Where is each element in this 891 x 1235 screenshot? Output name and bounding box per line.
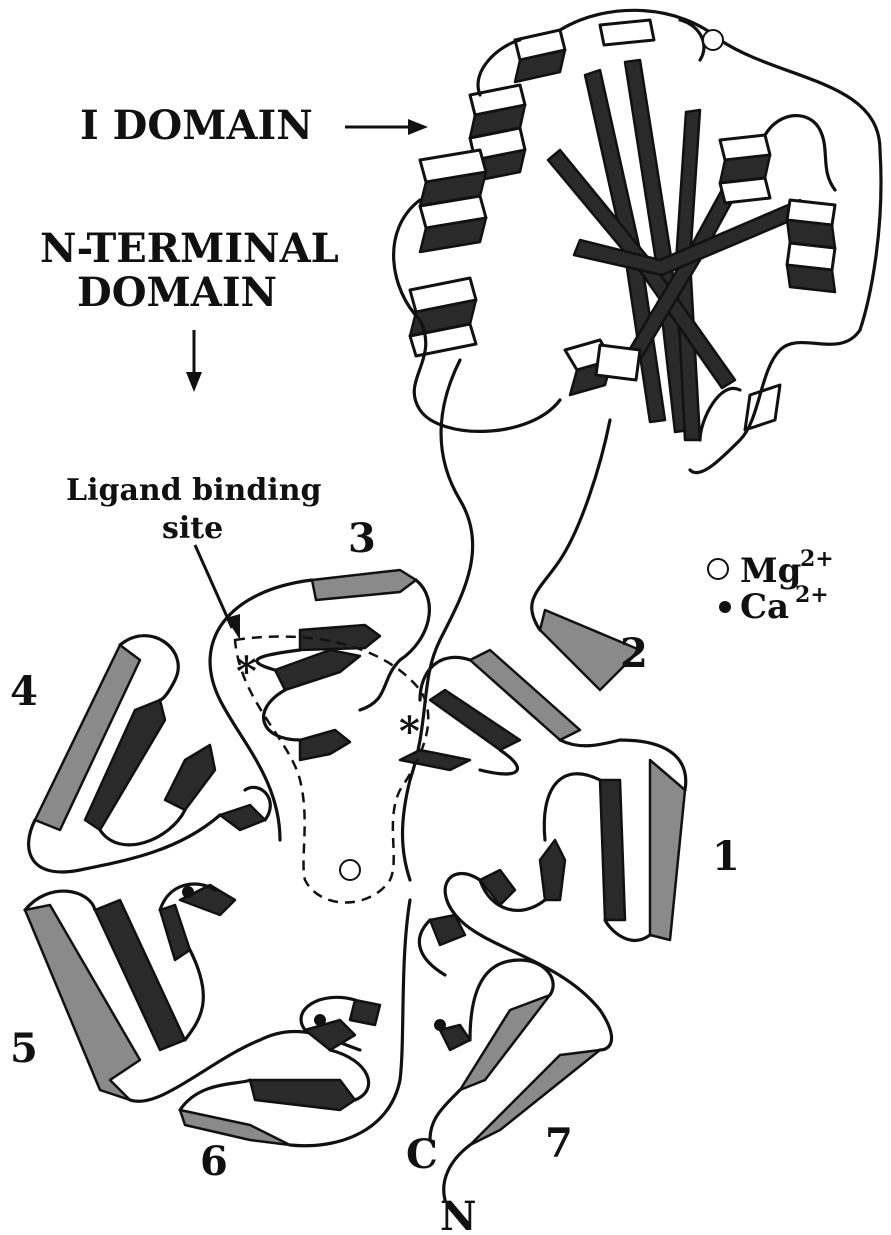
helix-right-1	[720, 135, 770, 203]
legend-mg-charge: 2+	[800, 546, 834, 572]
n-terminal-label-line1: N-TERMINAL	[40, 225, 339, 272]
blade-label-1: 1	[712, 833, 740, 880]
blade-label-2: 2	[620, 630, 648, 677]
helix-right-2	[787, 200, 835, 292]
blade-label-7: 7	[545, 1120, 573, 1167]
n-terminal-arrow	[186, 330, 202, 392]
legend-ca-ion: Ca	[740, 587, 789, 627]
legend: Mg 2+ Ca 2+	[708, 546, 834, 627]
i-domain-label: I DOMAIN	[80, 102, 313, 149]
blade-label-5: 5	[10, 1025, 38, 1072]
ca-ion-blade7	[434, 1019, 446, 1031]
beta-propeller	[25, 570, 686, 1200]
n-terminal-label-line2: DOMAIN	[77, 269, 277, 316]
legend-mg-ion: Mg	[740, 551, 801, 591]
blade-label-6: 6	[200, 1138, 228, 1185]
ca-ion-blade5	[182, 886, 194, 898]
blade-label-3: 3	[348, 515, 376, 562]
helix-left-2	[420, 150, 486, 252]
asterisk-marker-2: *	[399, 708, 420, 755]
n-terminus-label: N	[440, 1193, 477, 1235]
legend-ca-symbol	[719, 601, 731, 613]
mg-ion-center	[340, 860, 360, 880]
helix-left-3	[410, 278, 476, 356]
i-domain-arrow	[345, 119, 428, 135]
c-terminus-label: C	[406, 1131, 438, 1178]
legend-ca-charge: 2+	[795, 582, 829, 608]
ligand-label-line2: site	[162, 511, 223, 546]
ligand-label-line1: Ligand binding	[66, 473, 322, 508]
blade-label-4: 4	[10, 668, 38, 715]
linker-loop-right	[532, 420, 610, 630]
ligand-binding-site-region	[235, 637, 428, 903]
ca-ion-blade6	[314, 1014, 326, 1026]
legend-mg-symbol	[708, 559, 728, 579]
asterisk-marker-1: *	[236, 648, 257, 695]
ligand-arrow	[195, 545, 240, 640]
i-domain-structure	[394, 10, 881, 472]
linker-loop-left	[403, 360, 473, 880]
mg-ion-i-domain	[703, 30, 723, 50]
